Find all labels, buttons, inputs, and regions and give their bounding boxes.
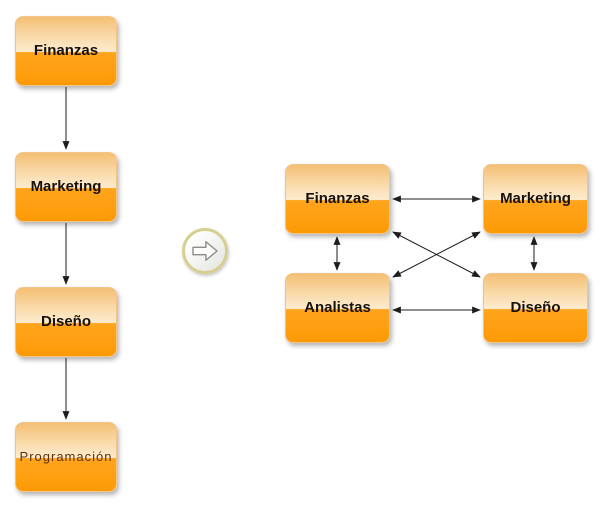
flow-node-finanzas[interactable]: Finanzas (15, 16, 117, 86)
flow-node-marketing-label: Marketing (30, 177, 102, 195)
flow-node-programacion-label: Programación (19, 448, 113, 464)
network-node-finanzas-label: Finanzas (305, 189, 370, 207)
network-node-diseno[interactable]: Diseño (483, 273, 588, 343)
flow-node-finanzas-label: Finanzas (33, 41, 99, 59)
network-node-marketing[interactable]: Marketing (483, 164, 588, 234)
connector-finanzas-diseno-diagonal (392, 231, 481, 278)
flow-node-diseno-label: Diseño (40, 312, 91, 330)
right-arrow-glyph (192, 241, 218, 261)
connector-marketing-analistas-diagonal (392, 231, 481, 278)
network-node-diseno-label: Diseño (510, 298, 561, 316)
network-node-finanzas[interactable]: Finanzas (285, 164, 390, 234)
right-arrow-circle-icon (182, 228, 228, 274)
network-node-analistas[interactable]: Analistas (285, 273, 390, 343)
network-node-analistas-label: Analistas (304, 298, 371, 316)
flow-node-diseno[interactable]: Diseño (15, 287, 117, 357)
flow-node-marketing[interactable]: Marketing (15, 152, 117, 222)
flow-node-programacion[interactable]: Programación (15, 422, 117, 492)
network-node-marketing-label: Marketing (500, 189, 571, 207)
